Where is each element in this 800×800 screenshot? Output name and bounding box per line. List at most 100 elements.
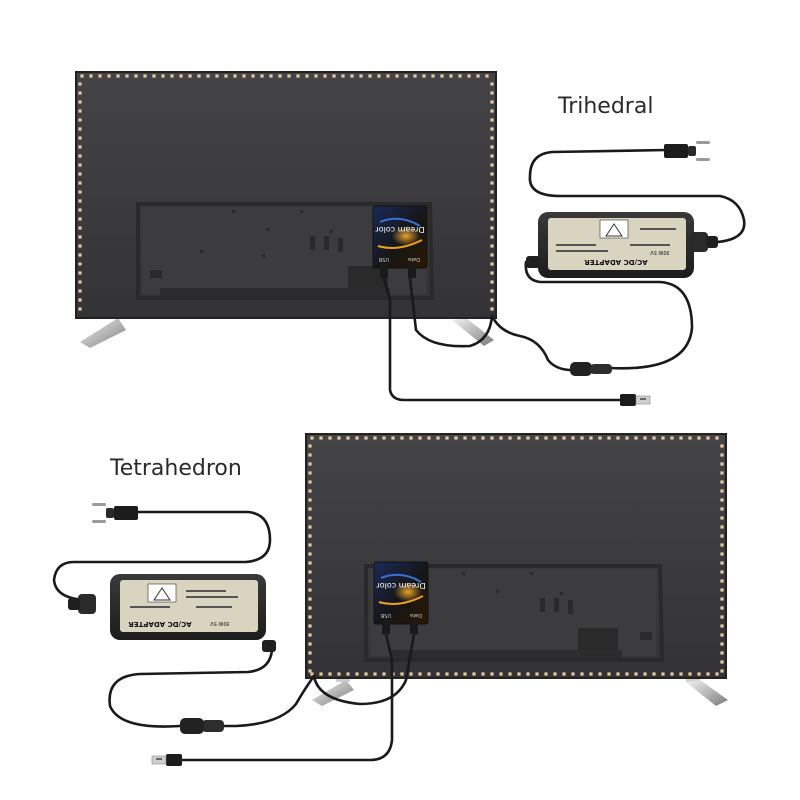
led-chip <box>80 74 84 78</box>
led-chip <box>652 436 656 440</box>
led-chip <box>499 436 503 440</box>
led-chip <box>413 74 417 78</box>
led-chip <box>688 672 692 676</box>
led-chip <box>720 516 724 520</box>
led-chip <box>490 235 494 239</box>
led-chip <box>436 436 440 440</box>
led-chip <box>152 74 156 78</box>
led-chip <box>535 672 539 676</box>
led-chip <box>720 570 724 574</box>
led-chip <box>287 74 291 78</box>
led-chip <box>720 507 724 511</box>
led-chip <box>78 145 82 149</box>
led-chip <box>409 436 413 440</box>
led-chip <box>308 633 312 637</box>
adapter-bottom-title: AC/DC ADAPTER <box>128 620 192 628</box>
led-chip <box>445 436 449 440</box>
led-chip <box>308 624 312 628</box>
led-chip <box>720 660 724 664</box>
led-chip <box>125 74 129 78</box>
led-chip <box>490 199 494 203</box>
led-chip <box>616 672 620 676</box>
led-chip <box>454 672 458 676</box>
led-chip <box>472 436 476 440</box>
led-chip <box>78 226 82 230</box>
led-chip <box>598 436 602 440</box>
led-chip <box>720 453 724 457</box>
led-chip <box>445 672 449 676</box>
led-chip <box>490 190 494 194</box>
led-chip <box>188 74 192 78</box>
led-chip <box>373 436 377 440</box>
led-chip <box>391 436 395 440</box>
led-chip <box>490 271 494 275</box>
led-chip <box>364 672 368 676</box>
led-chip <box>78 118 82 122</box>
led-chip <box>341 74 345 78</box>
led-chip <box>98 74 102 78</box>
led-chip <box>720 606 724 610</box>
led-chip <box>242 74 246 78</box>
led-chip <box>589 672 593 676</box>
led-chip <box>720 561 724 565</box>
led-chip <box>720 624 724 628</box>
led-chip <box>661 672 665 676</box>
led-chip <box>490 154 494 158</box>
led-chip <box>404 74 408 78</box>
led-chip <box>308 534 312 538</box>
led-chip <box>720 579 724 583</box>
led-chip <box>508 436 512 440</box>
led-chip <box>490 163 494 167</box>
led-chip <box>720 588 724 592</box>
led-chip <box>319 672 323 676</box>
led-chip <box>720 597 724 601</box>
led-chip <box>346 672 350 676</box>
led-chip <box>319 436 323 440</box>
dc-connector-icon <box>570 362 612 376</box>
led-chip <box>116 74 120 78</box>
led-chip <box>607 672 611 676</box>
led-chip <box>308 489 312 493</box>
led-chip <box>720 471 724 475</box>
led-chip <box>490 226 494 230</box>
led-chip <box>78 172 82 176</box>
led-chip <box>78 82 82 86</box>
adapter-bottom: AC/DC ADAPTER 30W 5V <box>68 574 276 652</box>
led-chip <box>436 672 440 676</box>
led-chip <box>78 190 82 194</box>
led-chip <box>517 436 521 440</box>
led-chip <box>634 672 638 676</box>
adapter-top-title: AC/DC ADAPTER <box>584 258 648 266</box>
led-chip <box>78 154 82 158</box>
led-chip <box>328 672 332 676</box>
led-chip <box>337 672 341 676</box>
led-chip <box>661 436 665 440</box>
led-chip <box>490 172 494 176</box>
led-chip <box>400 436 404 440</box>
tv-top <box>75 71 497 348</box>
led-chip <box>652 672 656 676</box>
led-chip <box>251 74 255 78</box>
led-chip <box>720 552 724 556</box>
led-chip <box>78 127 82 131</box>
led-chip <box>706 672 710 676</box>
led-chip <box>463 672 467 676</box>
led-chip <box>427 672 431 676</box>
led-chip <box>328 436 332 440</box>
led-chip <box>308 543 312 547</box>
led-chip <box>308 597 312 601</box>
led-chip <box>544 672 548 676</box>
led-chip <box>544 436 548 440</box>
led-chip <box>308 588 312 592</box>
led-chip <box>78 91 82 95</box>
tv-bottom-led-strip <box>308 436 724 676</box>
led-chip <box>134 74 138 78</box>
led-chip <box>78 280 82 284</box>
led-chip <box>670 672 674 676</box>
led-chip <box>78 199 82 203</box>
led-chip <box>697 436 701 440</box>
controller-top-brand: Dream color <box>375 225 425 234</box>
led-chip <box>490 82 494 86</box>
